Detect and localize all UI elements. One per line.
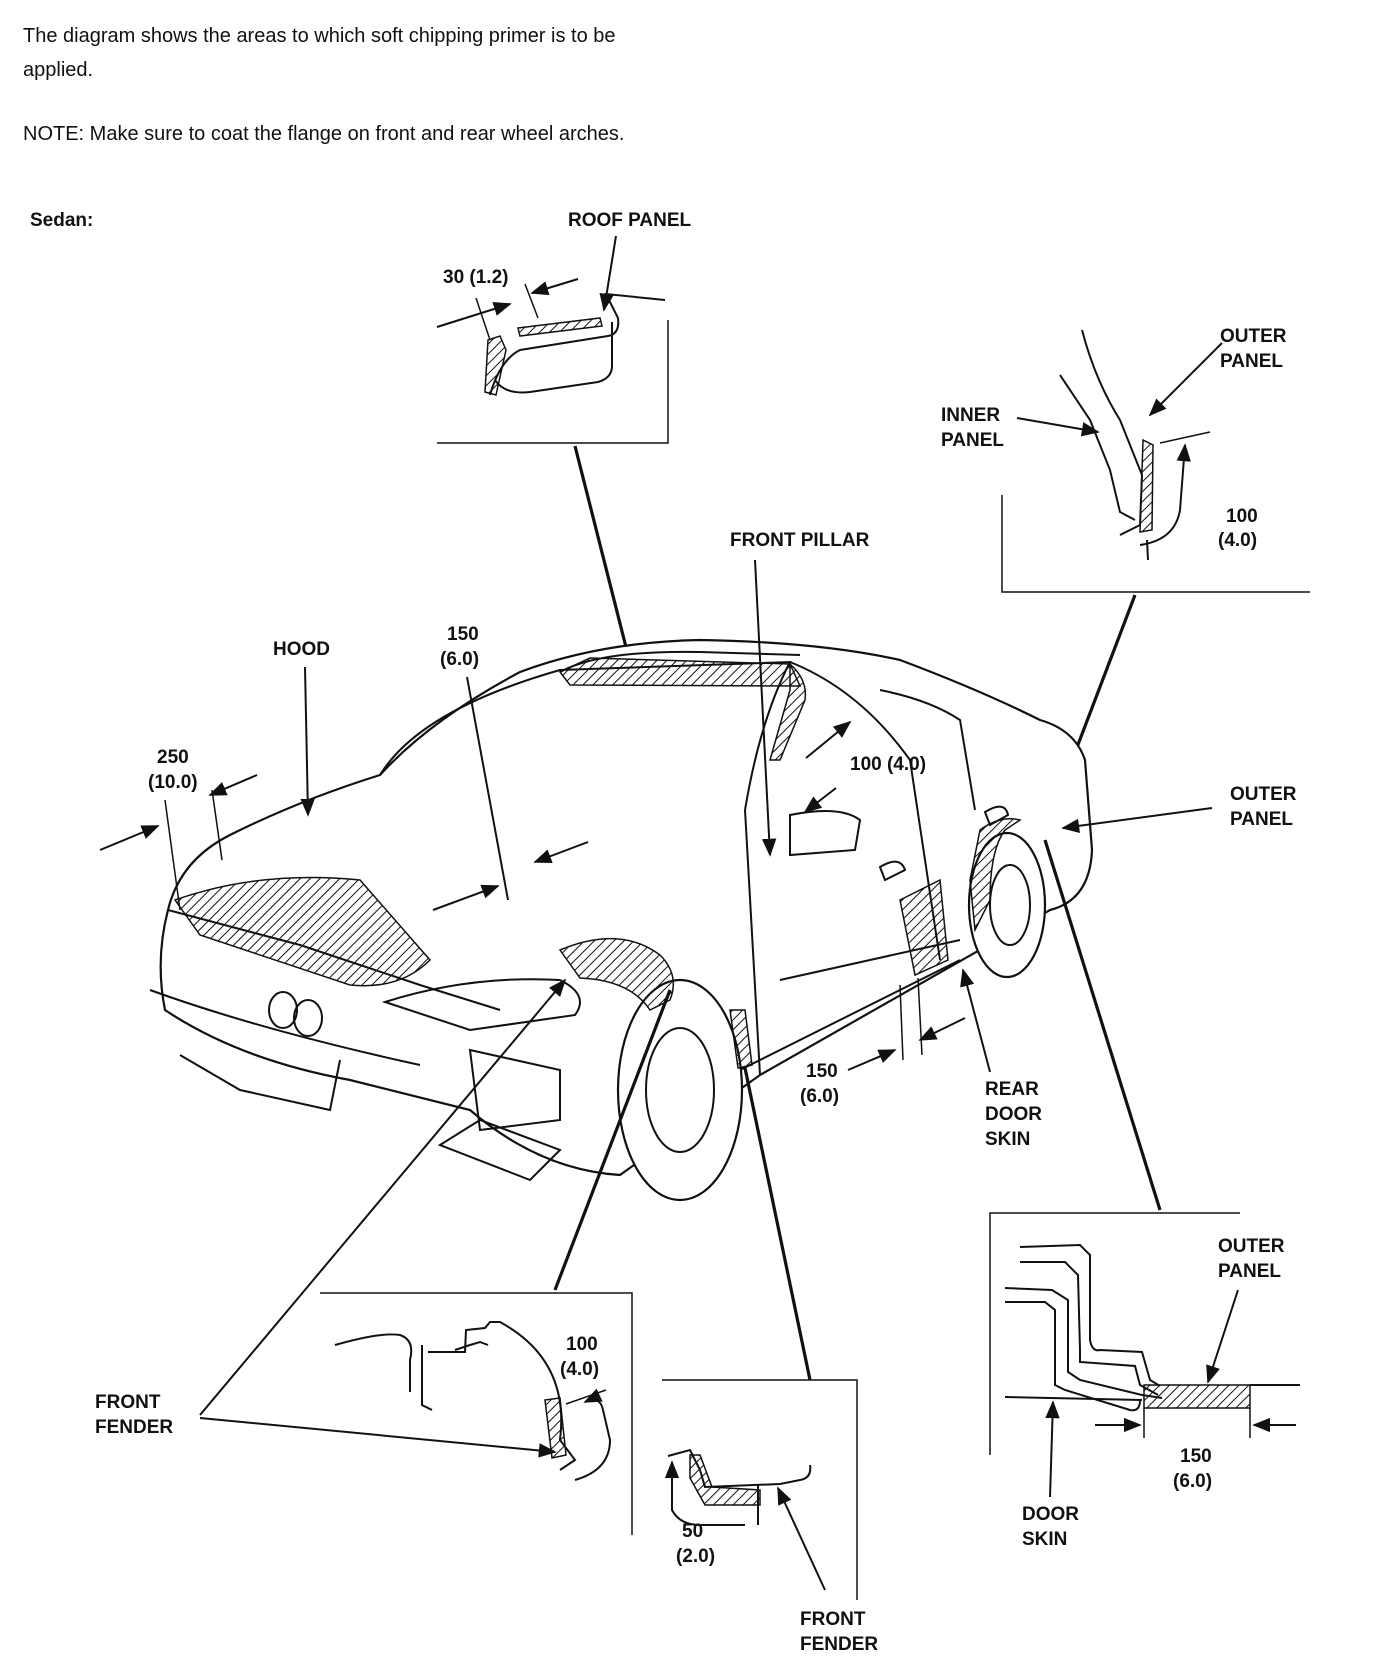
- door-skin-detail: OUTER PANEL 150 (6.0) DOOR SKIN: [989, 1212, 1300, 1550]
- inner-panel-label-2: PANEL: [941, 430, 1004, 451]
- sill-dim-label-1: 150: [806, 1061, 838, 1082]
- car-labels: FRONT PILLAR HOOD 150 (6.0) 250 (10.0) 1…: [99, 530, 1297, 1150]
- hood-label: HOOD: [273, 639, 330, 660]
- inner-panel-label-1: INNER: [941, 405, 1000, 426]
- front-fender-left-label-1: FRONT: [95, 1392, 161, 1413]
- outer-panel-right-label-1: OUTER: [1230, 784, 1297, 805]
- door-skin-dim-label-1: 150: [1180, 1446, 1212, 1467]
- roof-leader: [573, 445, 630, 656]
- door-skin-leader: [1043, 839, 1162, 1211]
- sill-area: [729, 1009, 753, 1069]
- pillar-dim-label: 100 (4.0): [850, 754, 926, 775]
- quarter-dim-label-2: (4.0): [1218, 530, 1257, 551]
- front-fender-bottom-label-2: FENDER: [800, 1634, 878, 1655]
- door-skin-area: [899, 878, 949, 977]
- arch-dim-label-1: 100: [566, 1334, 598, 1355]
- door-skin-label-1: DOOR: [1022, 1504, 1079, 1525]
- rear-door-skin-label-1: REAR: [985, 1079, 1039, 1100]
- door-skin-label-2: SKIN: [1022, 1529, 1067, 1550]
- section-title: Sedan:: [30, 210, 94, 231]
- quarter-dim-label-1: 100: [1226, 506, 1258, 527]
- lower-fender-dim-label-1: 50: [682, 1521, 703, 1542]
- roof-dim-label: 30 (1.2): [443, 267, 508, 288]
- quarter-panel-detail: OUTER PANEL INNER PANEL 100 (4.0): [941, 326, 1310, 593]
- fender-top-dim-label-1: 250: [157, 747, 189, 768]
- outer-panel-bottom-label-1: OUTER: [1218, 1236, 1285, 1257]
- fender-arch-detail: 100 (4.0): [320, 1292, 633, 1535]
- note-text: NOTE: Make sure to coat the flange on fr…: [23, 123, 625, 145]
- roof-panel-label: ROOF PANEL: [568, 210, 692, 231]
- pillar-area: [769, 662, 807, 761]
- door-skin-dim-label-2: (6.0): [1173, 1471, 1212, 1492]
- hood-dim-label-2: (6.0): [440, 649, 479, 670]
- sill-dim-label-2: (6.0): [800, 1086, 839, 1107]
- fender-top-dim-label-2: (10.0): [148, 772, 198, 793]
- front-pillar-label: FRONT PILLAR: [730, 530, 870, 551]
- roof-panel-detail: ROOF PANEL 30 (1.2): [436, 210, 692, 444]
- outer-panel-top-label-1: OUTER: [1220, 326, 1287, 347]
- rear-arch-area: [969, 818, 1022, 933]
- lower-fender-dim-label-2: (2.0): [676, 1546, 715, 1567]
- front-fender-bottom-label-1: FRONT: [800, 1609, 866, 1630]
- outer-panel-top-label-2: PANEL: [1220, 351, 1283, 372]
- lower-fender-detail: 50 (2.0): [662, 1379, 858, 1600]
- rear-door-skin-label-2: DOOR: [985, 1104, 1042, 1125]
- outer-panel-bottom-label-2: PANEL: [1218, 1261, 1281, 1282]
- front-fender-left-label-2: FENDER: [95, 1417, 173, 1438]
- rear-door-skin-label-3: SKIN: [985, 1129, 1030, 1150]
- hood-dim-label-1: 150: [447, 624, 479, 645]
- arch-leader: [553, 989, 672, 1291]
- outer-panel-right-label-2: PANEL: [1230, 809, 1293, 830]
- sill-leader: [743, 1067, 812, 1381]
- fender-leader-a: [199, 978, 567, 1416]
- front-fender-area: [558, 937, 675, 1011]
- arch-dim-label-2: (4.0): [560, 1359, 599, 1380]
- intro-text: The diagram shows the areas to which sof…: [23, 25, 616, 81]
- car-illustration: [149, 638, 1094, 1202]
- hood-edge-area: [173, 876, 432, 987]
- fender-leader-b: [199, 1417, 557, 1458]
